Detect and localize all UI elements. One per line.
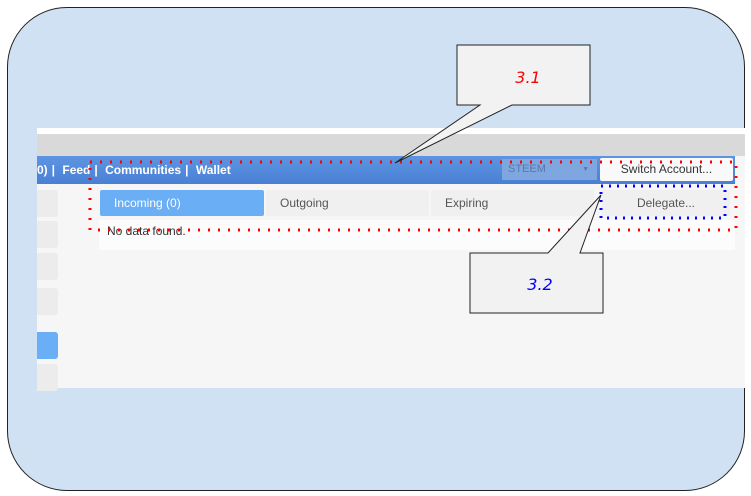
currency-select[interactable]: STEEM ▼ xyxy=(502,159,597,180)
sidebar-item[interactable] xyxy=(37,364,58,391)
tab-outgoing[interactable]: Outgoing xyxy=(266,190,429,216)
highlight-3-2 xyxy=(599,184,727,220)
nav-wallet[interactable]: Wallet xyxy=(195,163,231,177)
screenshot-panel: 0)| Feed| Communities| Wallet STEEM▼ Swi… xyxy=(37,128,745,391)
top-bar xyxy=(37,128,745,156)
sidebar-item[interactable] xyxy=(37,190,58,217)
callout-3-2-label: 3.2 xyxy=(527,275,552,294)
tab-expiring[interactable]: Expiring xyxy=(431,190,594,216)
nav-feed[interactable]: Feed xyxy=(62,163,91,177)
callout-3-1 xyxy=(394,44,591,164)
callout-3-2 xyxy=(469,194,604,314)
callout-3-1-label: 3.1 xyxy=(515,68,540,87)
nav-communities[interactable]: Communities xyxy=(105,163,182,177)
sidebar-item[interactable] xyxy=(37,221,58,248)
currency-value: STEEM xyxy=(508,163,546,175)
empty-message: No data found. xyxy=(99,220,735,250)
sidebar-item-active[interactable] xyxy=(37,332,58,359)
sidebar-item[interactable] xyxy=(37,288,58,315)
chevron-down-icon: ▼ xyxy=(582,166,589,173)
nav-bar: 0)| Feed| Communities| Wallet STEEM▼ Swi… xyxy=(37,156,735,184)
sidebar-item[interactable] xyxy=(37,253,58,280)
nav-partial: 0) xyxy=(37,163,48,177)
tab-incoming[interactable]: Incoming (0) xyxy=(100,190,264,216)
delegate-button[interactable]: Delegate... xyxy=(602,190,730,216)
highlight-3-1 xyxy=(88,160,738,232)
switch-account-button[interactable]: Switch Account... xyxy=(600,158,733,181)
